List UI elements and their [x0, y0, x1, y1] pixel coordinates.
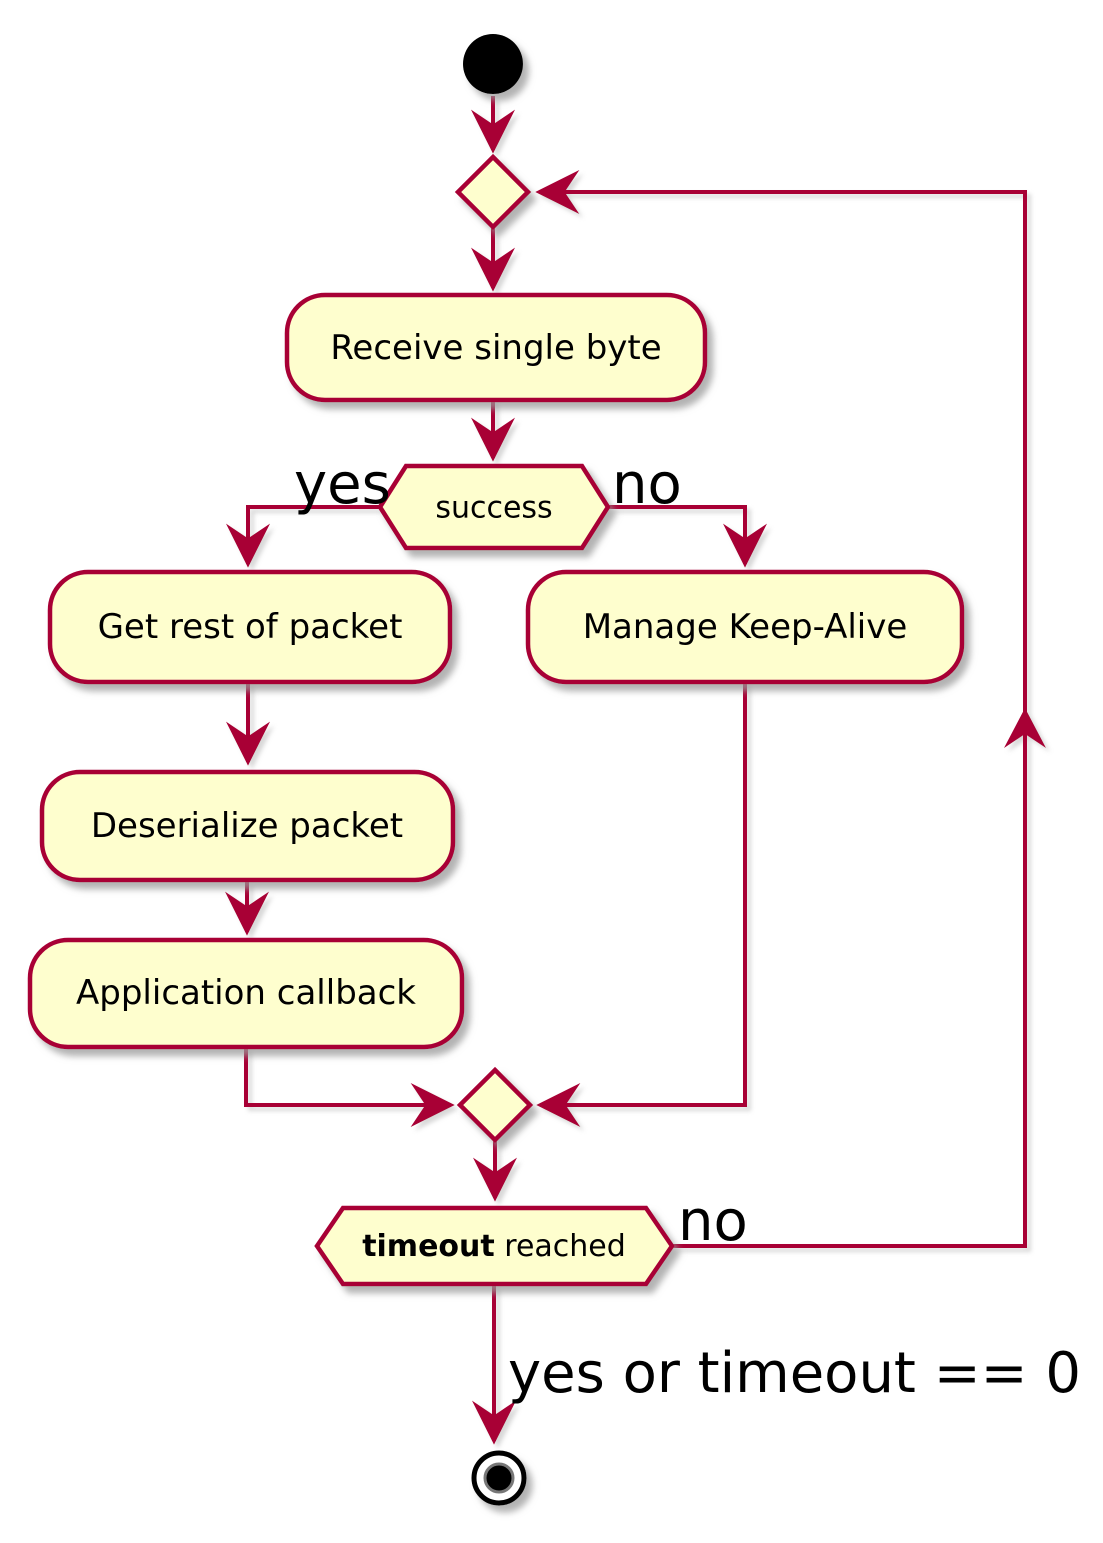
timeout-yes-branch-label: yes or timeout == 0 [508, 1341, 1081, 1406]
receive-single-byte-label: Receive single byte [330, 328, 661, 368]
start-node [463, 34, 523, 94]
loop-merge-diamond [454, 153, 532, 231]
end-node-inner [483, 1462, 515, 1494]
activity-application-callback [27, 937, 465, 1050]
timeout-no-branch-label: no [678, 1189, 748, 1254]
success-yes-branch-label: yes [294, 452, 391, 517]
application-callback-label: Application callback [76, 973, 416, 1013]
activity-get-rest-of-packet [47, 569, 453, 685]
edge-keepalive-to-join [536, 682, 747, 1127]
activity-receive-single-byte [284, 292, 708, 403]
decision-success [377, 463, 611, 551]
activity-manage-keep-alive [525, 569, 965, 685]
get-rest-of-packet-label: Get rest of packet [98, 607, 403, 647]
activity-deserialize-packet [39, 769, 456, 883]
success-no-branch-label: no [612, 452, 682, 517]
manage-keep-alive-label: Manage Keep-Alive [583, 607, 908, 647]
edge-success-yes [226, 505, 380, 568]
decision-timeout-reached [314, 1205, 675, 1287]
reached-part: reached [495, 1229, 626, 1264]
deserialize-packet-label: Deserialize packet [91, 806, 403, 846]
timeout-bold-part: timeout [362, 1229, 495, 1264]
feedback-up-arrowhead-icon [1004, 708, 1046, 748]
edge-success-no [608, 505, 767, 568]
success-label: success [435, 491, 552, 526]
join-merge-diamond [456, 1066, 534, 1144]
timeout-reached-label: timeout reached [362, 1229, 626, 1264]
edge-callback-to-join [244, 1047, 455, 1127]
